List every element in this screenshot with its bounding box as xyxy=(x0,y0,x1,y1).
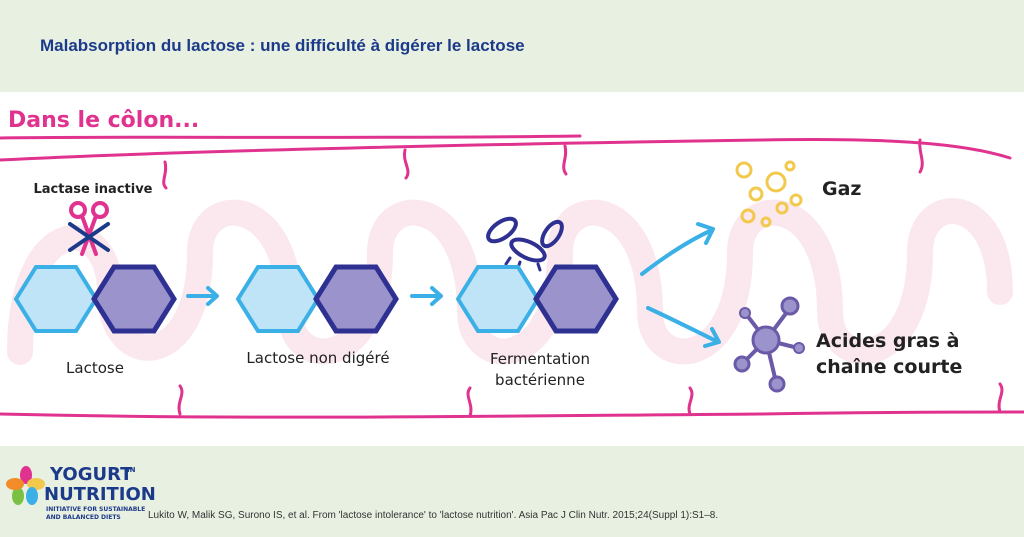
arrow-to-gas xyxy=(640,222,715,276)
page-title: Malabsorption du lactose : une difficult… xyxy=(40,36,525,55)
scissors-icon xyxy=(68,201,110,256)
lactase-label: Lactase inactive xyxy=(33,182,153,197)
fatty-acid-molecule-icon xyxy=(733,296,805,393)
colon-diagram xyxy=(0,134,1024,419)
gas-bubbles-icon xyxy=(735,160,803,228)
colon-bottom-wall xyxy=(0,410,1024,419)
fermentation-label-line1: Fermentation xyxy=(489,350,591,368)
logo-yogurt: YOGURT xyxy=(50,464,133,485)
logo-in: IN xyxy=(127,466,136,474)
fermentation-label-line2: bactérienne xyxy=(495,371,585,389)
arrow-to-fatty-acids xyxy=(646,306,721,348)
gas-label: Gaz xyxy=(822,178,862,200)
logo-petals-icon xyxy=(6,466,45,505)
footer-band: YOGURT IN NUTRITION INITIATIVE FOR SUSTA… xyxy=(0,446,1024,537)
fatty-acids-label-line2: chaîne courte xyxy=(816,356,963,378)
bacteria-icon xyxy=(486,216,564,272)
section-underline xyxy=(0,134,582,140)
background-loops xyxy=(7,198,1013,365)
arrow-2 xyxy=(410,286,443,306)
logo-nutrition: NUTRITION xyxy=(44,484,156,505)
arrow-1 xyxy=(186,286,219,306)
logo-tagline-1: INITIATIVE FOR SUSTAINABLE xyxy=(46,506,146,513)
colon-top-wall xyxy=(0,138,1012,162)
logo-tagline-2: AND BALANCED DIETS xyxy=(46,514,121,521)
undigested-lactose-label: Lactose non digéré xyxy=(246,349,390,367)
colon-walls xyxy=(0,134,1024,419)
lactose-molecule xyxy=(13,264,177,334)
fatty-acids-label-line1: Acides gras à xyxy=(816,330,960,352)
fermenting-lactose-molecule xyxy=(455,264,619,334)
header-band: Malabsorption du lactose : une difficult… xyxy=(0,0,1024,92)
lactose-label: Lactose xyxy=(66,359,124,377)
citation: Lukito W, Malik SG, Surono IS, et al. Fr… xyxy=(148,510,719,521)
undigested-lactose-molecule xyxy=(235,264,399,334)
section-title: Dans le côlon... xyxy=(8,108,200,133)
